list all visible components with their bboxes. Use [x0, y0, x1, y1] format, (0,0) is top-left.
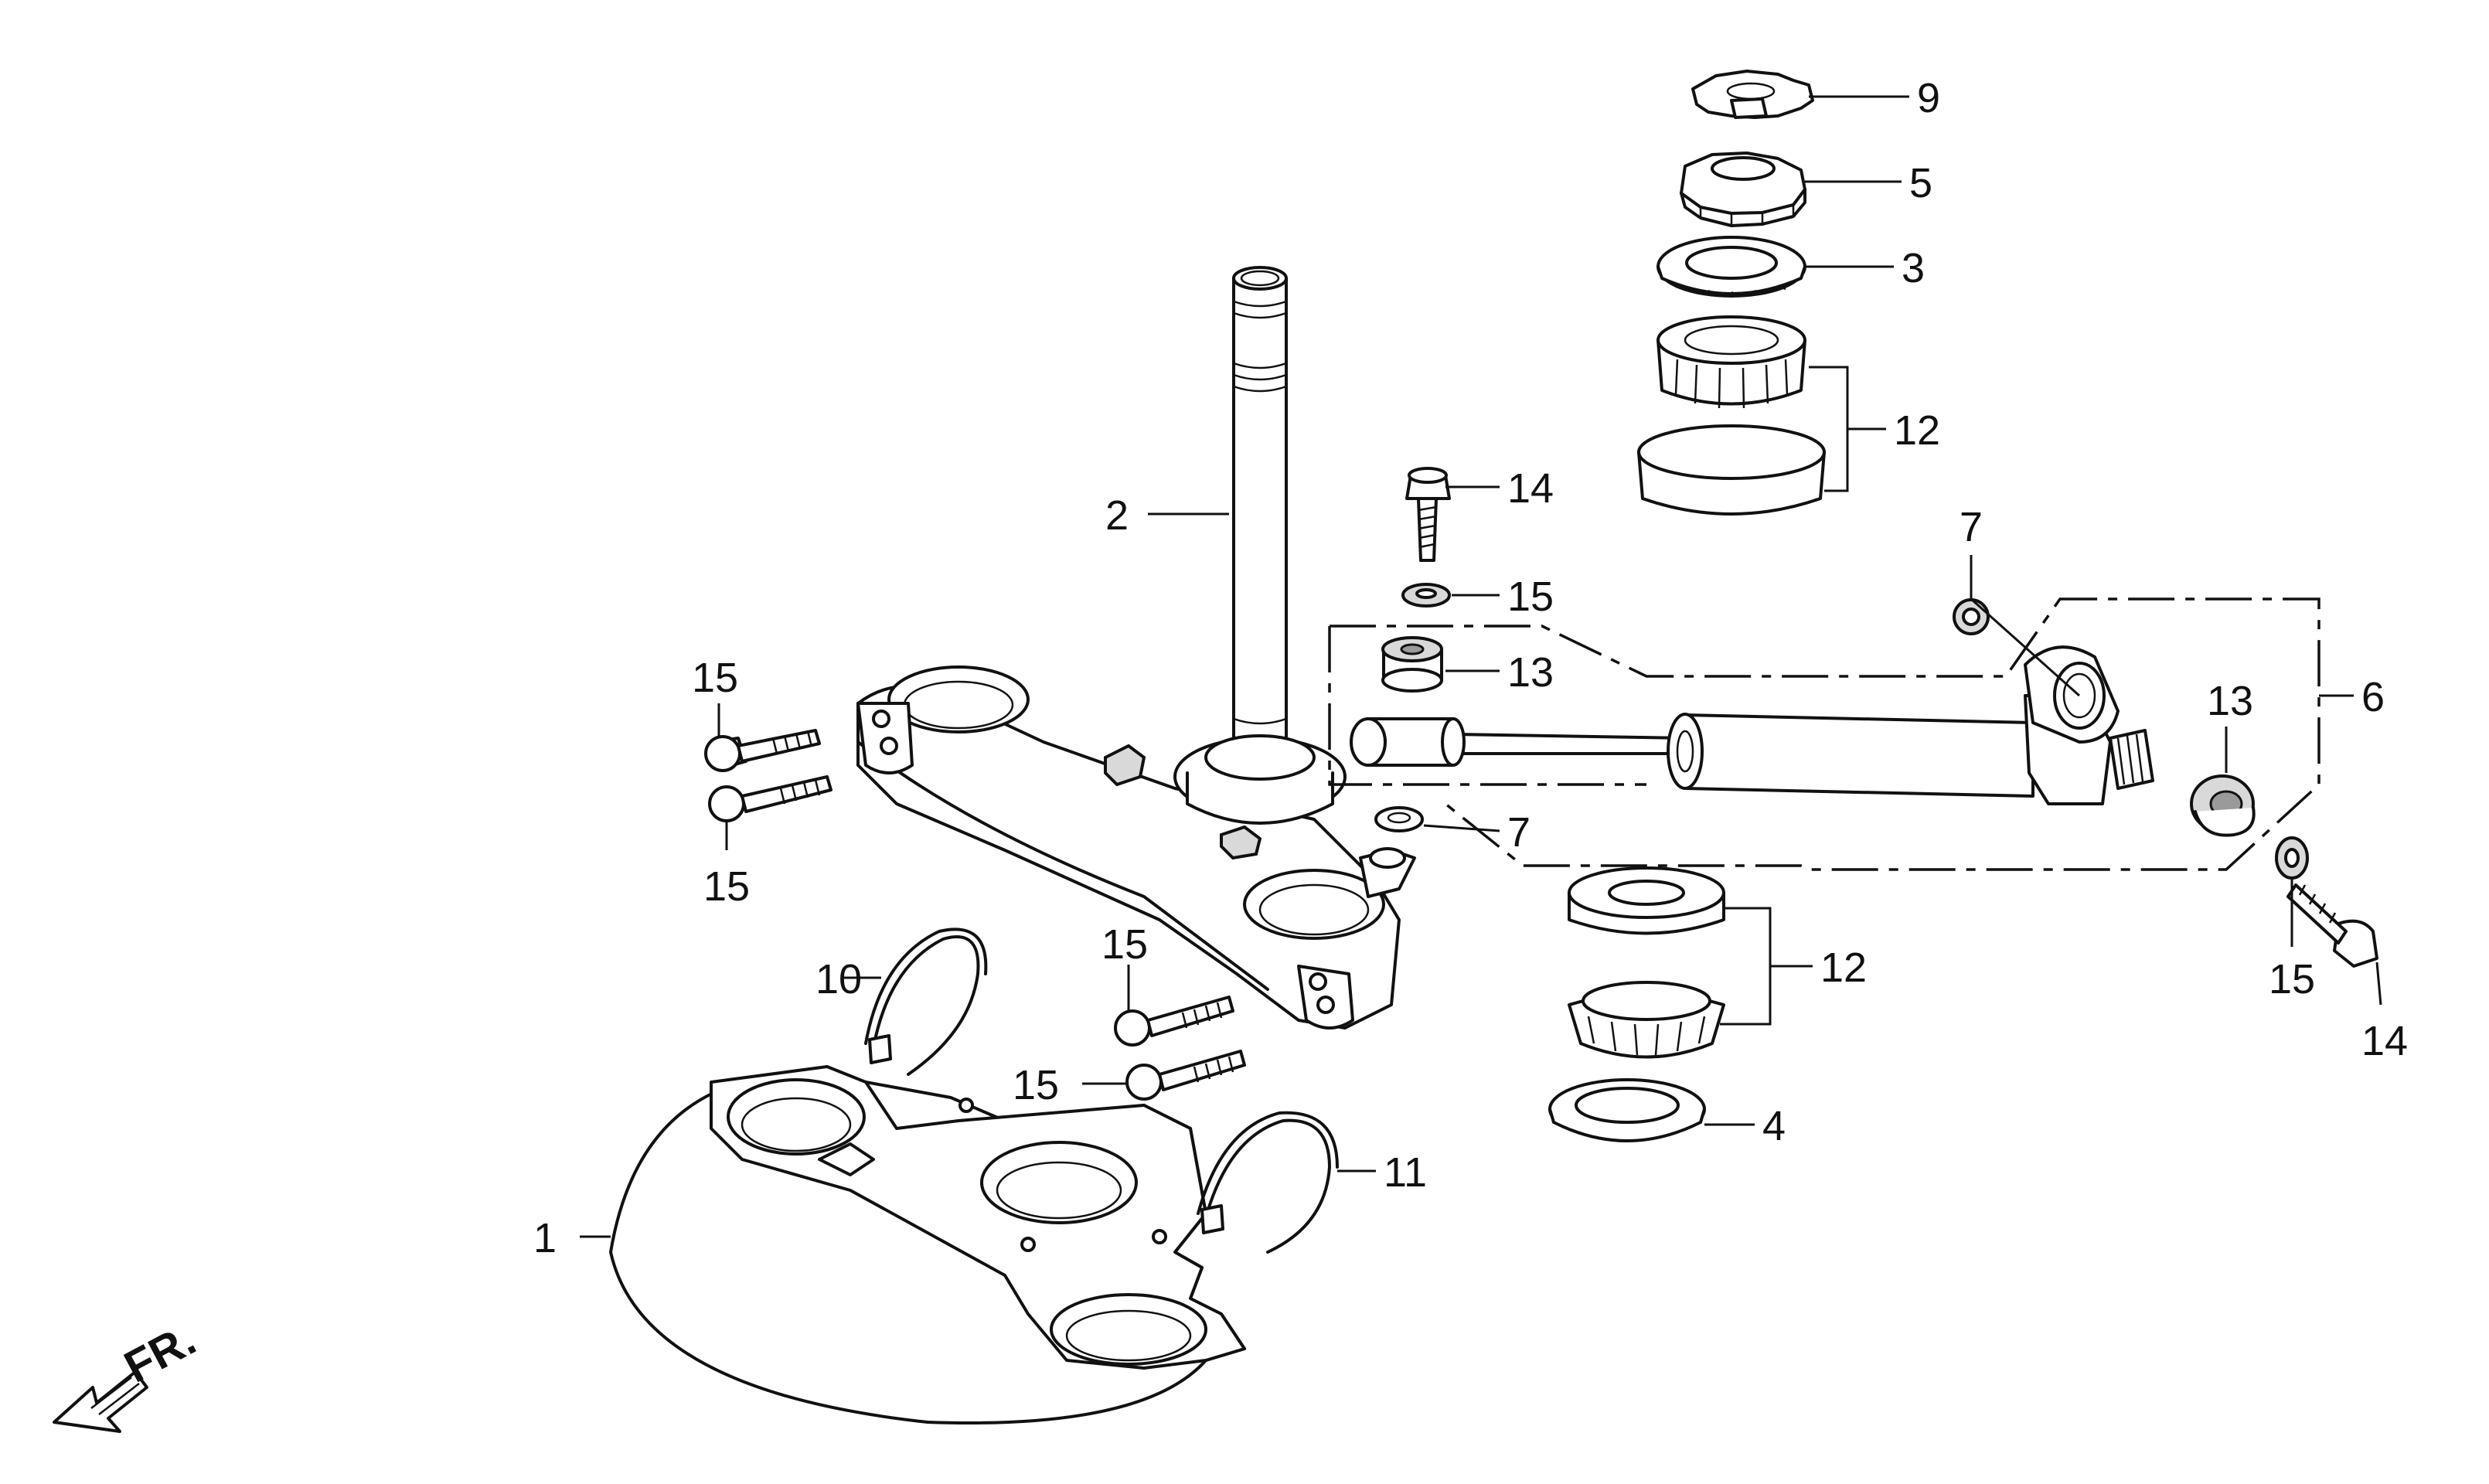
part-13-bolt-right	[2286, 883, 2378, 968]
part-14-washer-right	[2275, 836, 2309, 880]
callout-15-c: 15	[1101, 921, 1148, 968]
part-6-steering-damper	[1328, 597, 2320, 871]
callout-labels: 9 5 3 12 14 15 13 7 2 7 13 6 12 4 15 14 …	[533, 75, 2408, 1261]
callout-12-right: 13	[2207, 678, 2253, 724]
part-9-clip-right	[1197, 1111, 1339, 1254]
callout-5: 5	[1909, 160, 1932, 206]
callout-14-right: 15	[2269, 956, 2315, 1002]
part-1-steering-cover	[609, 1065, 1246, 1424]
callout-9-right: 11	[1384, 1149, 1427, 1196]
part-15-bolt-d	[1125, 1050, 1246, 1101]
front-direction-arrow-icon	[53, 1370, 148, 1433]
callout-13-right: 14	[2361, 1018, 2408, 1064]
part-14-washer-top	[1401, 583, 1451, 608]
callout-15-b: 15	[703, 863, 750, 910]
part-15-bolt-c	[1114, 996, 1234, 1047]
callout-11: 12	[1820, 945, 1867, 991]
callout-4: 4	[1762, 1103, 1786, 1149]
callout-15-a: 15	[692, 655, 738, 701]
callout-9-left: 10	[815, 956, 862, 1002]
callout-6: 6	[2361, 674, 2385, 720]
callout-7-right: 7	[1960, 504, 1983, 550]
callout-13-top: 14	[1507, 465, 1554, 512]
callout-7-left: 7	[1507, 809, 1531, 856]
part-13-bolt-top	[1405, 467, 1451, 562]
callout-1: 1	[533, 1215, 557, 1261]
part-12-bushing-right	[2190, 774, 2256, 837]
part-15-bolt-b	[708, 775, 833, 822]
front-label: FR.	[117, 1314, 204, 1392]
callout-3: 3	[1902, 245, 1925, 291]
part-4-lower-seal	[1548, 1078, 1706, 1142]
part-10-upper-bearing	[1637, 315, 1826, 516]
part-11-lower-bearing	[1568, 866, 1725, 1059]
callout-12-left: 13	[1507, 649, 1554, 696]
part-3-dust-seal	[1656, 236, 1806, 298]
front-marker: FR.	[53, 1314, 204, 1433]
callout-15-d: 15	[1013, 1062, 1059, 1108]
leader-lines	[580, 95, 2382, 1238]
part-8-lock-washer	[1691, 70, 1814, 119]
callout-2: 2	[1105, 492, 1129, 539]
callout-10: 12	[1894, 407, 1940, 454]
part-7-collar-right	[1953, 598, 1990, 635]
part-5-stem-nut	[1680, 151, 1806, 227]
part-15-bolt-a	[704, 729, 821, 772]
callout-14-top: 15	[1507, 574, 1554, 620]
part-12-bushing-left	[1381, 636, 1443, 693]
part-2-steering-stem	[856, 266, 1416, 1030]
part-9-clip-left	[864, 928, 988, 1076]
callout-8: 9	[1917, 75, 1940, 121]
part-7-collar-left	[1374, 806, 1424, 832]
